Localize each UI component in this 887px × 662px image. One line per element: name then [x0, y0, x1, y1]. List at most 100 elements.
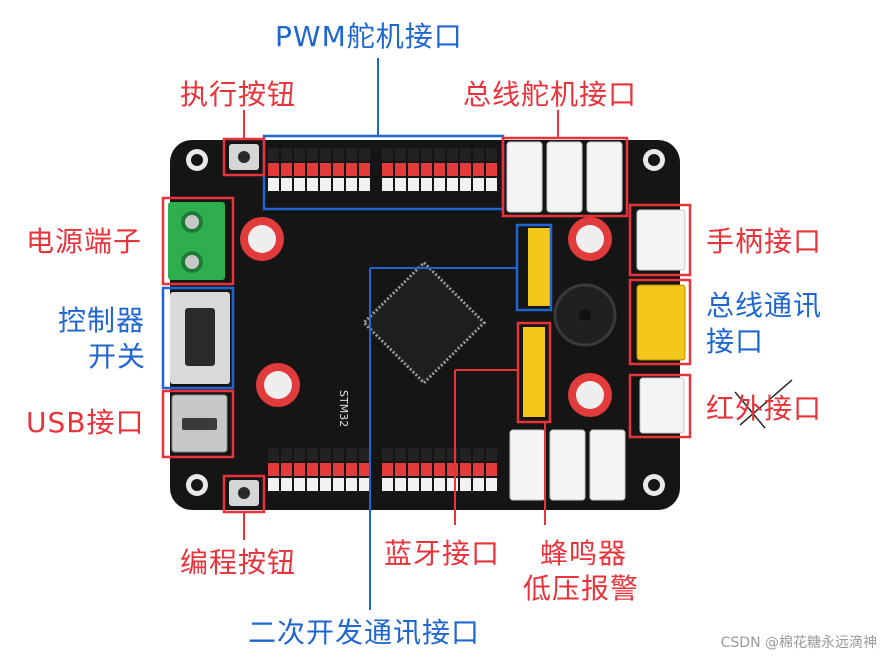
header-pin — [434, 448, 445, 461]
header-pin — [307, 163, 318, 176]
header-pin — [294, 178, 305, 191]
bus-servo-connectors-bottom — [509, 429, 626, 501]
header-pin — [382, 463, 393, 476]
header-pin — [486, 178, 497, 191]
header-pin — [346, 163, 357, 176]
header-pin — [294, 163, 305, 176]
buzzer-label-1: 蜂鸣器 — [540, 537, 628, 570]
header-pin — [408, 463, 419, 476]
infrared-label: 红外接口 — [706, 392, 823, 425]
header-pin — [473, 148, 484, 161]
header-pin — [408, 448, 419, 461]
header-pin — [434, 178, 445, 191]
header-pin — [395, 163, 406, 176]
controller-switch-label-2: 开关 — [88, 340, 147, 373]
bus-comm-box — [628, 278, 692, 366]
header-pin — [408, 163, 419, 176]
header-pin — [473, 163, 484, 176]
header-pin — [447, 463, 458, 476]
header-pin — [346, 148, 357, 161]
header-pin — [268, 463, 279, 476]
header-pin — [268, 178, 279, 191]
bus-servo-connectors-top — [506, 141, 623, 213]
header-pin — [333, 163, 344, 176]
gamepad-box — [628, 203, 692, 277]
header-pin — [434, 148, 445, 161]
header-pin — [294, 478, 305, 491]
header-pin — [307, 478, 318, 491]
header-pin — [359, 448, 370, 461]
header-pin — [333, 478, 344, 491]
header-pin — [281, 178, 292, 191]
bluetooth-box — [516, 321, 552, 424]
header-pin — [320, 448, 331, 461]
infrared-box — [628, 373, 692, 439]
header-pin — [333, 448, 344, 461]
header-pin — [434, 163, 445, 176]
header-pin — [486, 148, 497, 161]
header-pin — [294, 448, 305, 461]
controller-switch-box — [161, 286, 235, 390]
header-pin — [359, 163, 370, 176]
header-pin — [294, 463, 305, 476]
header-pin — [281, 448, 292, 461]
buzzer-label-2: 低压报警 — [523, 572, 640, 605]
header-pin — [346, 178, 357, 191]
header-pin — [359, 478, 370, 491]
header-pin — [333, 148, 344, 161]
mcu-chip — [361, 260, 487, 385]
header-pin — [320, 178, 331, 191]
header-pin — [346, 463, 357, 476]
pwm-header-bottom — [268, 448, 497, 491]
gamepad-connector — [636, 209, 686, 271]
power-terminal-label: 电源端子 — [26, 225, 143, 258]
header-pin — [460, 163, 471, 176]
header-pin — [473, 463, 484, 476]
header-pin — [447, 148, 458, 161]
pwm-servo-label: PWM舵机接口 — [275, 20, 463, 53]
header-pin — [359, 463, 370, 476]
bus-comm-label-2: 接口 — [706, 325, 765, 358]
header-pin — [421, 448, 432, 461]
header-pin — [307, 178, 318, 191]
usb-label: USB接口 — [26, 406, 145, 439]
header-pin — [421, 148, 432, 161]
header-pin — [307, 463, 318, 476]
header-pin — [382, 163, 393, 176]
bus-servo-label: 总线舵机接口 — [463, 78, 638, 111]
mcu-label: STM32 — [337, 390, 350, 427]
bluetooth-label: 蓝牙接口 — [384, 537, 501, 570]
header-pin — [359, 178, 370, 191]
header-pin — [268, 163, 279, 176]
header-pin — [281, 478, 292, 491]
bus-comm-label-1: 总线通讯 — [706, 289, 823, 322]
header-pin — [320, 463, 331, 476]
lora-header — [528, 228, 550, 306]
pwm-header-top — [268, 148, 497, 191]
header-pin — [460, 463, 471, 476]
header-pin — [307, 148, 318, 161]
header-pin — [382, 178, 393, 191]
header-pin — [346, 478, 357, 491]
header-pin — [268, 478, 279, 491]
capacitors — [240, 217, 612, 417]
header-pin — [395, 478, 406, 491]
header-pin — [473, 448, 484, 461]
header-pin — [421, 463, 432, 476]
header-pin — [447, 163, 458, 176]
header-pin — [294, 148, 305, 161]
header-pin — [281, 163, 292, 176]
header-pin — [307, 448, 318, 461]
secondary-dev-label: 二次开发通讯接口 — [248, 616, 481, 649]
header-pin — [268, 148, 279, 161]
header-pin — [281, 463, 292, 476]
bus-servo-box — [501, 136, 629, 218]
header-pin — [460, 148, 471, 161]
ir-scribble — [734, 379, 793, 429]
header-pin — [281, 148, 292, 161]
header-pin — [473, 178, 484, 191]
header-pin — [486, 448, 497, 461]
header-pin — [395, 148, 406, 161]
controller-switch-label-1: 控制器 — [58, 304, 146, 337]
